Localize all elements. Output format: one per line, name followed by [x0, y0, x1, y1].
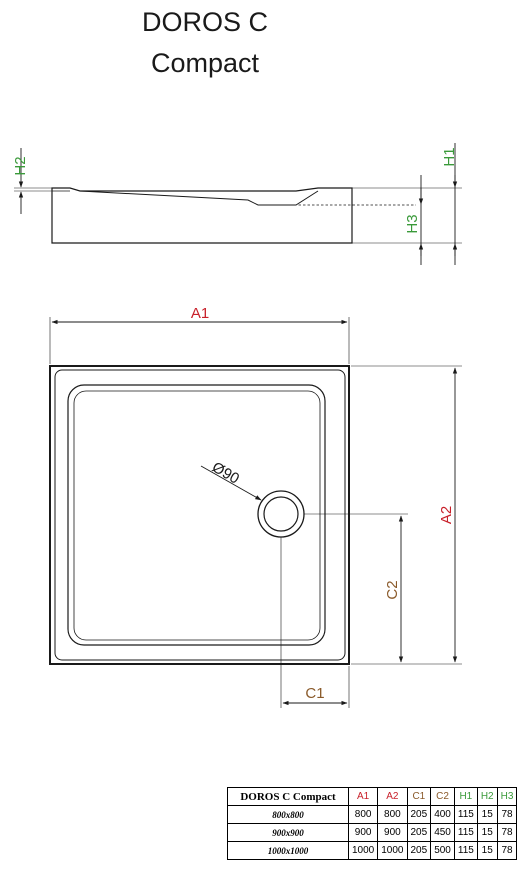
- table-row: 900x900 900 900 205 450 115 15 78: [227, 823, 518, 842]
- table-cell: 900: [347, 823, 379, 842]
- table-cell: 450: [430, 823, 455, 842]
- a2-label: A2: [438, 506, 455, 524]
- side-view: [14, 187, 462, 244]
- table-cell: 115: [453, 823, 478, 842]
- table-cell: 15: [476, 823, 498, 842]
- table-cell: 78: [496, 841, 518, 860]
- drain-inner-circle: [263, 496, 299, 532]
- table-cell: 1000: [377, 841, 408, 860]
- a1-label: A1: [191, 305, 209, 322]
- table-row: 800x800 800 800 205 400 115 15 78: [227, 805, 518, 824]
- tray-side-profile: [51, 187, 353, 244]
- dimension-table: DOROS C Compact A1 A2 C1 C2 H1 H2 H3 800…: [227, 787, 518, 860]
- tray-inner-slope: [79, 190, 319, 206]
- table-model-name: DOROS C Compact: [227, 787, 349, 806]
- table-cell: 800: [377, 805, 408, 824]
- drain-leader-line: [200, 465, 262, 501]
- product-subtitle: Compact: [150, 48, 260, 78]
- tray-basin-outer: [67, 384, 326, 646]
- table-cell: 115: [453, 841, 478, 860]
- table-cell: 205: [406, 823, 432, 842]
- c1-label: C1: [305, 685, 324, 702]
- table-header-h2: H2: [476, 787, 498, 806]
- table-cell: 400: [430, 805, 455, 824]
- product-title: DOROS C: [141, 7, 268, 37]
- table-header-a2: A2: [377, 787, 408, 806]
- table-header-row: DOROS C Compact A1 A2 C1 C2 H1 H2 H3: [227, 787, 518, 806]
- table-header-c1: C1: [406, 787, 432, 806]
- table-cell-size: 800x800: [227, 805, 349, 824]
- a1-dimension: [49, 317, 350, 364]
- table-row: 1000x1000 1000 1000 205 500 115 15 78: [227, 841, 518, 860]
- table-header-a1: A1: [347, 787, 379, 806]
- tray-basin-inner: [73, 390, 321, 641]
- table-cell: 115: [453, 805, 478, 824]
- tray-outer-edge: [49, 365, 350, 665]
- table-cell: 78: [496, 805, 518, 824]
- table-cell-size: 1000x1000: [227, 841, 349, 860]
- c2-dimension: [304, 513, 408, 663]
- c1-dimension: [280, 537, 350, 708]
- table-cell: 205: [406, 841, 432, 860]
- tray-rim-line: [54, 369, 346, 661]
- top-view: [49, 365, 350, 665]
- table-cell-size: 900x900: [227, 823, 349, 842]
- table-cell: 900: [377, 823, 408, 842]
- table-header-h1: H1: [453, 787, 478, 806]
- h2-label: H2: [12, 156, 29, 175]
- table-header-c2: C2: [430, 787, 455, 806]
- h1-label: H1: [441, 147, 458, 166]
- h3-label: H3: [404, 214, 421, 233]
- table-cell: 15: [476, 841, 498, 860]
- c2-label: C2: [384, 580, 401, 599]
- table-cell: 78: [496, 823, 518, 842]
- drain-diameter-label: Ø90: [209, 459, 242, 488]
- drain-outer-circle: [257, 490, 305, 538]
- a2-dimension: [351, 365, 462, 665]
- table-cell: 1000: [347, 841, 379, 860]
- table-header-h3: H3: [496, 787, 518, 806]
- table-cell: 15: [476, 805, 498, 824]
- table-cell: 500: [430, 841, 455, 860]
- table-cell: 800: [347, 805, 379, 824]
- table-cell: 205: [406, 805, 432, 824]
